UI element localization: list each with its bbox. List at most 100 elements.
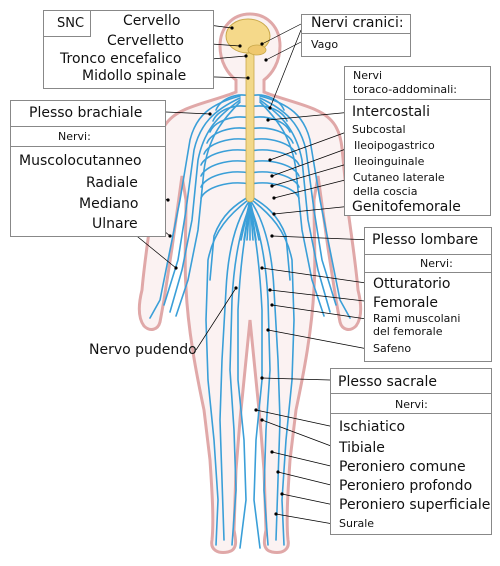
leader-dot (244, 54, 248, 58)
brachial-divider-sub (10, 146, 166, 147)
lumbar-label-femoral-muscular-2: del femorale (373, 325, 443, 338)
cns-label-brain: Cervello (123, 13, 181, 29)
cerebellum (247, 44, 267, 56)
leader-line (269, 289, 374, 303)
intercostal-nerve-right (249, 149, 300, 166)
lumbar-label-femoral: Femorale (373, 295, 438, 311)
brachial-label-radial: Radiale (86, 175, 138, 191)
lumbar-divider-sub (364, 272, 492, 273)
leader-line (273, 177, 354, 199)
sacral-label-tibial: Tibiale (339, 440, 385, 456)
sacral-subtitle: Nervi: (395, 398, 428, 411)
thoraco-label-lateral-cutaneous-2: della coscia (353, 185, 418, 198)
intercostal-nerve-right (249, 160, 300, 177)
leader-dot (270, 184, 274, 188)
leader-line (271, 161, 355, 187)
leader-line (261, 377, 331, 381)
leader-line (271, 304, 374, 321)
leader-dot (270, 450, 274, 454)
cns-label-spinal-cord: Midollo spinale (82, 68, 187, 84)
intercostal-nerve-left (200, 160, 251, 177)
cauda-equina-fiber (249, 199, 260, 241)
leader-dot (254, 408, 258, 412)
intercostal-nerve-left (200, 149, 251, 166)
leader-line (277, 471, 340, 488)
leader-dot (272, 196, 276, 200)
brachial-subtitle: Nervi: (58, 130, 91, 143)
leader-line (195, 287, 237, 351)
cranial-label-vagus: Vago (311, 38, 339, 51)
intercostal-nerve-left (203, 138, 251, 155)
leader-dot (208, 112, 212, 116)
leader-dot (166, 198, 170, 202)
lumbar-label-femoral-muscular-1: Rami muscolani (373, 312, 461, 325)
sacral-label-sciatic: Ischiatico (339, 419, 406, 435)
leader-dot (230, 26, 234, 30)
leader-dot (270, 174, 274, 178)
thoraco-box (344, 66, 491, 216)
leader-line (275, 513, 340, 526)
lumbar-subtitle: Nervi: (420, 257, 453, 270)
lumbar-label-saphenous: Safeno (373, 342, 412, 355)
leg-nerve-left (209, 195, 251, 281)
cranial-box (301, 14, 411, 57)
brachial-title: Plesso brachiale (29, 105, 143, 121)
arm-nerve-left (149, 95, 241, 319)
sacral-label-deep-peroneal: Peroniero profondo (339, 478, 473, 494)
leader-dot (238, 44, 242, 48)
arm-nerve-left (169, 99, 241, 313)
leader-line (271, 145, 355, 177)
leader-dot (274, 512, 278, 516)
cranial-divider (301, 33, 411, 34)
leg-nerve-left (219, 199, 251, 541)
leader-line (261, 267, 374, 285)
leader-dot (260, 418, 264, 422)
peripheral-nerves (149, 94, 351, 549)
thoraco-divider (344, 99, 491, 100)
cns-title-box (43, 10, 91, 37)
lumbar-divider-top (364, 254, 492, 255)
arm-nerve-right (259, 101, 325, 317)
cns-label-brainstem: Tronco encefalico (60, 51, 182, 67)
leader-dot (174, 266, 178, 270)
intercostal-nerve-left (206, 127, 251, 144)
thoraco-label-iliohypogastric: Ileoipogastrico (354, 139, 435, 152)
leader-dot (268, 158, 272, 162)
leader-dot (260, 376, 264, 380)
arm-nerve-right (259, 97, 337, 306)
arm-nerve-left (163, 97, 241, 306)
leader-dots (160, 26, 284, 516)
thoraco-label-genitofemoral: Genitofemorale (352, 199, 461, 215)
leader-line (273, 205, 353, 215)
brachial-label-median: Mediano (79, 196, 139, 212)
brachial-label-musculocutaneous: Muscolocutanneo (19, 153, 142, 169)
sacral-divider-sub (330, 413, 492, 414)
leader-dot (270, 303, 274, 307)
sacral-label-common-peroneal: Peroniero comune (339, 459, 466, 475)
brachial-divider-top (10, 126, 166, 127)
leader-dot (260, 42, 264, 46)
thoraco-title-line1: Nervi (353, 69, 383, 82)
intercostal-nerve-right (249, 138, 297, 155)
leader-dot (270, 234, 274, 238)
leader-line (271, 235, 373, 241)
intercostal-nerve-right (249, 127, 294, 144)
brachial-label-ulnar: Ulnare (92, 216, 138, 232)
thoraco-title-line2: toraco-addominali: (353, 83, 457, 96)
leader-line (267, 111, 353, 121)
leg-nerve-right (249, 199, 281, 541)
intercostal-nerve-left (200, 182, 251, 199)
leader-line (269, 29, 302, 109)
sacral-box (330, 368, 492, 535)
leg-nerve-right (249, 195, 291, 281)
leader-dot (276, 470, 280, 474)
arm-nerve-left (175, 101, 241, 317)
leader-dot (264, 58, 268, 62)
leader-dot (168, 234, 172, 238)
brain (225, 18, 271, 54)
lumbar-title: Plesso lombare (372, 232, 479, 248)
thoraco-label-ilioinguinal: Ileoinguinale (354, 155, 425, 168)
thoraco-label-subcostal: Subcostal (352, 123, 406, 136)
leader-line (267, 329, 374, 351)
brachial-box (10, 100, 166, 237)
